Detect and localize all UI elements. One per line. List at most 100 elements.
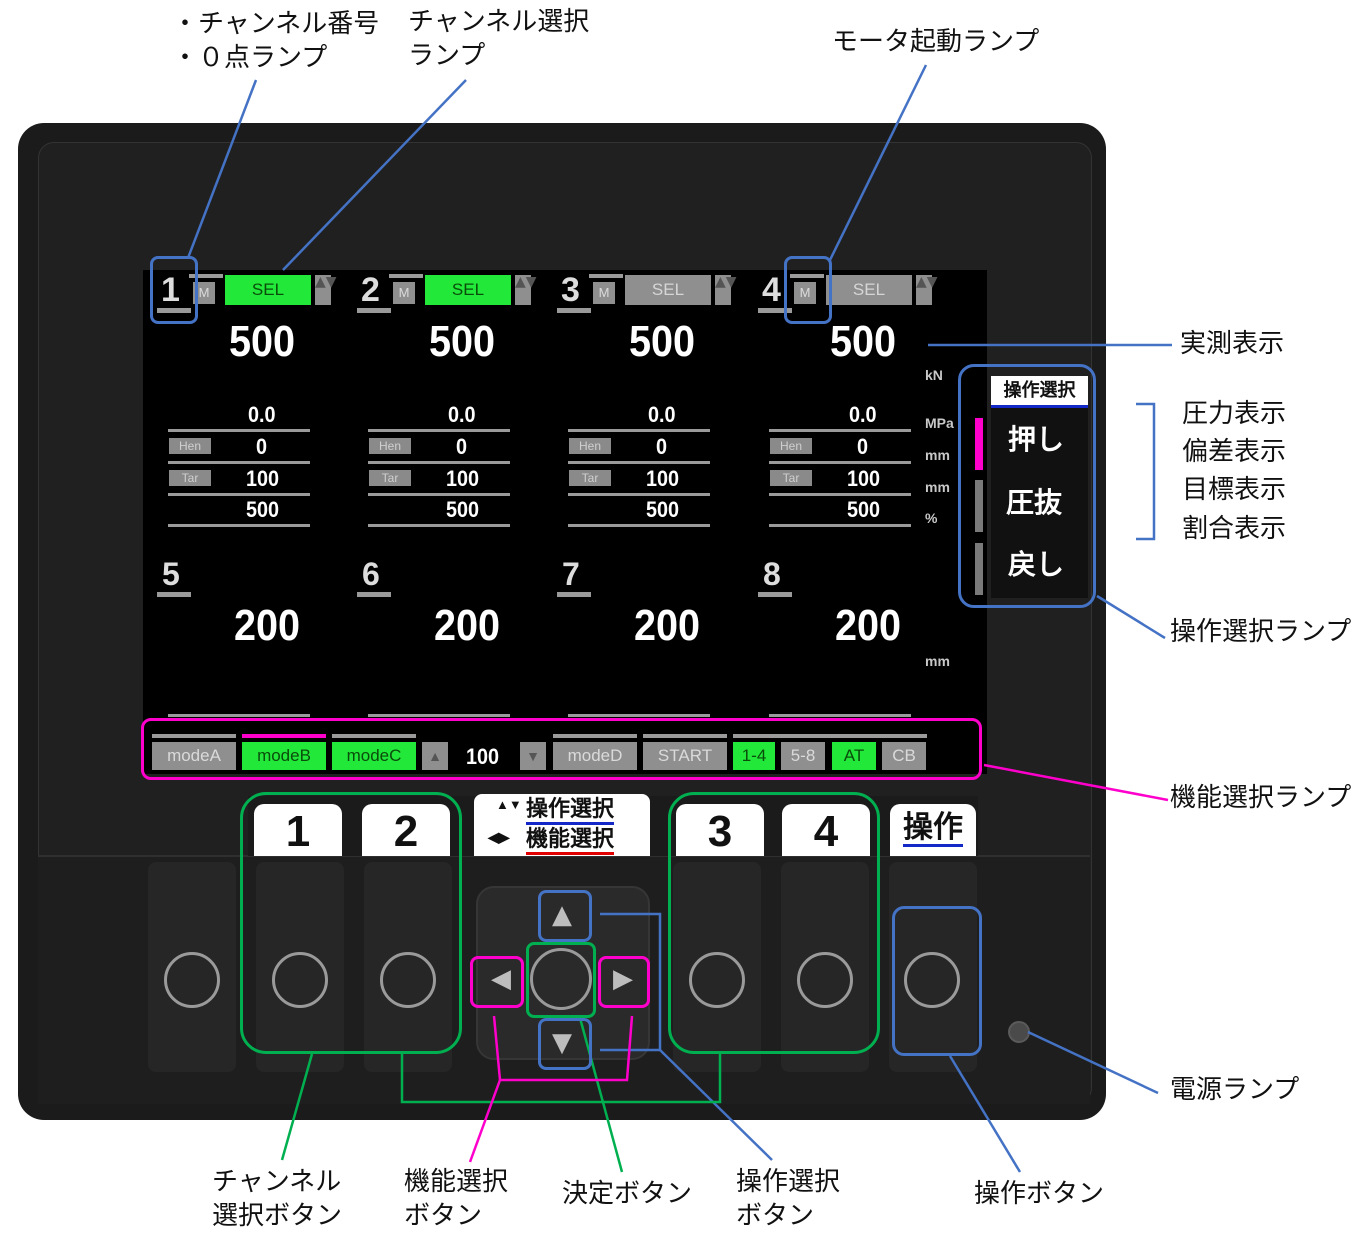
channel-number: 8: [763, 556, 781, 592]
dpad-up-arrow-icon[interactable]: ▲: [552, 900, 572, 930]
leader-ch-sel: [282, 79, 467, 271]
fn-bar-modeb: [242, 734, 326, 738]
row-line: [368, 524, 510, 527]
row-line: [368, 429, 510, 432]
nav-updown-icon: ▲▼: [496, 797, 522, 812]
zero-lamp: [557, 308, 591, 313]
row-line: [568, 524, 710, 527]
key-label-2: 2: [362, 804, 450, 856]
ratio-value: 500: [847, 497, 881, 522]
nav-function-select-label: 機能選択: [526, 826, 615, 855]
bracket-fn-buttons: [492, 1015, 634, 1082]
pressure-value: 0.0: [248, 402, 276, 427]
row-line: [368, 461, 510, 464]
ann-op-sel-btn-1: 操作選択: [736, 1167, 841, 1197]
bracket-displays: [1136, 402, 1156, 541]
unit-mm-bottom: mm: [925, 653, 950, 669]
operation-key-circle: [904, 952, 960, 1008]
zero-lamp: [357, 308, 391, 313]
row-line: [769, 493, 911, 496]
pressure-value: 0.0: [648, 402, 676, 427]
m-lamp-bar: [790, 274, 824, 278]
ann-fn-btn-1: 機能選択: [404, 1167, 509, 1197]
leader-fn-btn: [468, 1079, 502, 1163]
key-label-1: 1: [254, 804, 342, 856]
target-tag: Tar: [770, 470, 812, 486]
ratio-value: 500: [246, 497, 280, 522]
zero-lamp: [758, 308, 792, 313]
op-lamp-return: [975, 543, 983, 595]
target-tag: Tar: [169, 470, 211, 486]
ann-op-btn: 操作ボタン: [974, 1179, 1105, 1209]
target-value: 100: [646, 466, 680, 491]
dpad-right-arrow-icon[interactable]: ▶: [613, 964, 633, 994]
actual-value: 200: [835, 601, 902, 650]
ann-op-sel-lamp: 操作選択ランプ: [1170, 617, 1352, 647]
op-lamp-release: [975, 480, 983, 532]
leader-enter: [578, 1017, 624, 1173]
target-value: 100: [446, 466, 480, 491]
zero-lamp: [157, 592, 191, 597]
channel-select-lamp: SEL: [826, 275, 912, 305]
ann-ch-btn-1: チャンネル: [212, 1167, 342, 1197]
actual-value: 200: [434, 601, 501, 650]
ann-power: 電源ランプ: [1170, 1075, 1300, 1105]
highlight-fn-bar: [141, 718, 982, 780]
fn-ch-5-8: 5-8: [781, 742, 825, 770]
row-line: [568, 429, 710, 432]
ann-deviation: 偏差表示: [1182, 437, 1287, 467]
display-screen: [143, 270, 987, 774]
channel-1-key-circle: [272, 952, 328, 1008]
target-value: 100: [246, 466, 280, 491]
row-line: [168, 493, 310, 496]
row-line: [769, 714, 911, 717]
fn-down-arrow-icon: ▼: [520, 742, 546, 770]
actual-value: 500: [429, 317, 496, 366]
fn-moded: modeD: [553, 742, 637, 770]
unit-kn: kN: [925, 367, 943, 383]
ann-ch-sel-2: ランプ: [408, 41, 486, 71]
key-label-3: 3: [676, 804, 764, 856]
m-lamp-bar: [589, 274, 623, 278]
deviation-value: 0: [857, 434, 869, 459]
nav-operation-select-label: 操作選択: [526, 796, 615, 825]
target-value: 100: [847, 466, 881, 491]
fn-modec: modeC: [332, 742, 416, 770]
zero-lamp: [157, 308, 191, 313]
channel-2-key-circle: [380, 952, 436, 1008]
ann-fn-sel-lamp: 機能選択ランプ: [1170, 783, 1352, 813]
ann-target: 目標表示: [1182, 475, 1287, 505]
channel-number: 6: [362, 556, 380, 592]
bracket-ch-buttons: [400, 1054, 722, 1104]
dpad-left-arrow-icon[interactable]: ◀: [491, 964, 511, 994]
deviation-tag: Hen: [369, 438, 411, 454]
channel-3-key-circle: [689, 952, 745, 1008]
target-tag: Tar: [569, 470, 611, 486]
leader-power: [1027, 1030, 1159, 1095]
enter-button[interactable]: [530, 948, 592, 1010]
ann-motor: モータ起動ランプ: [832, 27, 1040, 57]
m-lamp-bar: [189, 274, 223, 278]
fn-bar-modec: [332, 734, 416, 738]
actual-value: 200: [234, 601, 301, 650]
leader-ch-num: [186, 79, 258, 259]
channel-4-key-circle: [797, 952, 853, 1008]
ann-op-sel-btn-2: ボタン: [736, 1201, 815, 1231]
leader-op-sel-lamp: [1096, 594, 1166, 640]
highlight-left-btn: [470, 956, 524, 1008]
leader-fn-sel-lamp: [983, 763, 1169, 802]
key-blank-circle: [164, 952, 220, 1008]
pressure-value: 0.0: [448, 402, 476, 427]
highlight-down-btn: [538, 1018, 592, 1070]
channel-select-lamp: SEL: [225, 275, 311, 305]
ratio-value: 500: [646, 497, 680, 522]
fn-start: START: [643, 742, 727, 770]
row-line: [568, 461, 710, 464]
highlight-motor: [784, 256, 832, 324]
dpad-down-arrow-icon[interactable]: ▼: [552, 1028, 572, 1058]
zero-lamp: [357, 592, 391, 597]
operation-panel-header: 操作選択: [991, 376, 1088, 408]
fn-at: AT: [832, 742, 876, 770]
motor-lamp: M: [794, 282, 816, 304]
